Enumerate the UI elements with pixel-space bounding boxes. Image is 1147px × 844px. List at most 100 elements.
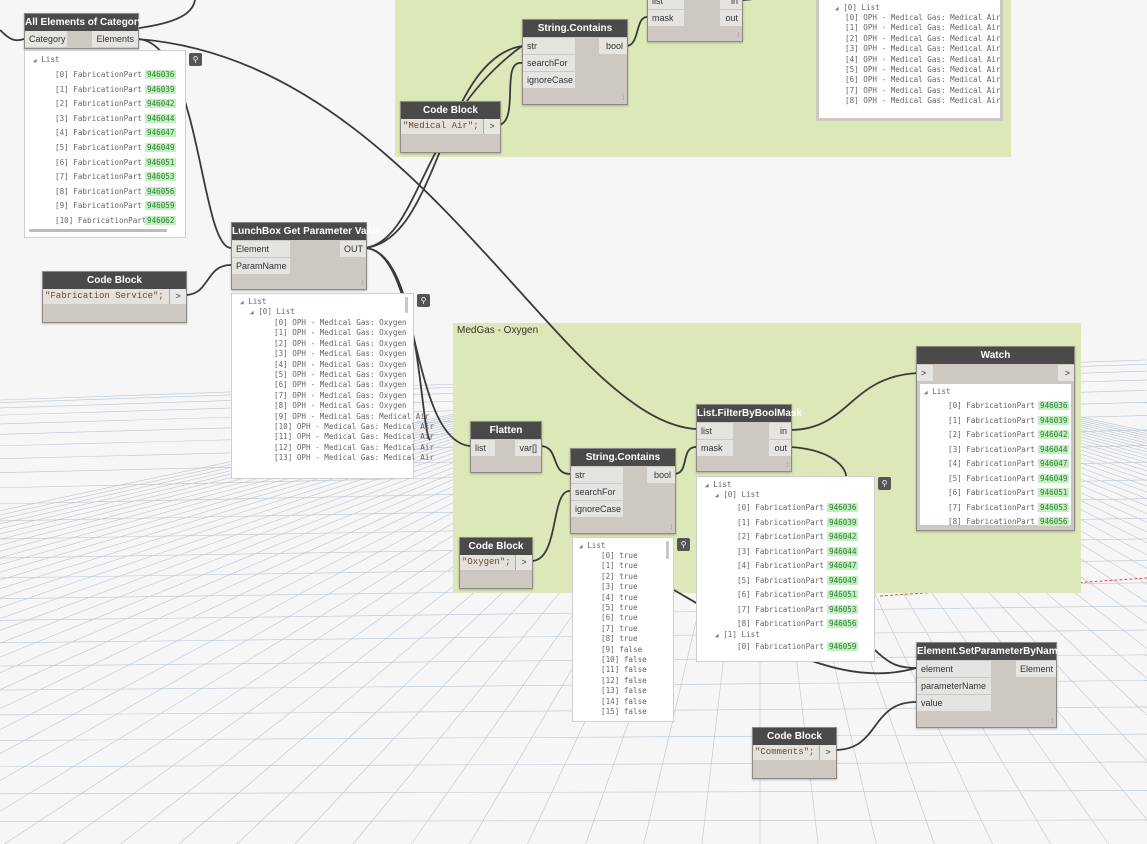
element-id-value[interactable]: 946053 (1038, 502, 1070, 512)
node-code-block-comments[interactable]: Code Block "Comments"; > (752, 727, 837, 779)
element-id-value[interactable]: 946056 (1038, 517, 1070, 526)
input-port-ignorecase[interactable]: ignoreCase (523, 72, 575, 88)
element-id-value[interactable]: 946039 (1038, 415, 1070, 425)
element-id-value[interactable]: 946056 (827, 619, 859, 628)
output-port[interactable]: > (515, 555, 532, 570)
element-id-value[interactable]: 946047 (145, 128, 177, 138)
resize-grip[interactable]: ⁞ (786, 463, 788, 469)
resize-grip[interactable]: ⁞ (737, 33, 739, 39)
element-id-value[interactable]: 946049 (145, 143, 177, 152)
preview-filter-medical-air[interactable]: ◢ [0] List [0] OPH - Medical Gas: Medica… (816, 0, 1003, 121)
node-all-elements-of-category[interactable]: All Elements of Category Category Elemen… (24, 13, 143, 49)
element-id-value[interactable]: 946042 (1038, 430, 1070, 439)
output-port-in[interactable]: in (720, 0, 742, 9)
pin-icon[interactable]: ⚲ (677, 538, 690, 551)
node-lunchbox-get-parameter-value[interactable]: LunchBox Get Parameter Value Element Par… (231, 222, 381, 290)
code-editor[interactable]: "Oxygen"; > (460, 555, 532, 570)
output-port[interactable]: > (1058, 365, 1074, 381)
input-port-ignorecase[interactable]: ignoreCase (571, 501, 623, 517)
element-id-value[interactable]: 946047 (1038, 459, 1070, 468)
element-id-value[interactable]: 946042 (145, 99, 177, 109)
element-id-value[interactable]: 946042 (827, 532, 859, 541)
vertical-scrollbar[interactable] (666, 541, 669, 559)
input-port-value[interactable]: value (917, 695, 991, 711)
output-port[interactable]: > (819, 745, 836, 760)
output-port-bool[interactable]: bool (599, 38, 627, 54)
preview-lunchbox[interactable]: ◢ List ◢ [0] List [0] OPH - Medical Gas:… (231, 293, 434, 479)
output-port[interactable]: > (169, 289, 186, 304)
input-port-list[interactable]: list (471, 440, 495, 456)
input-port-list[interactable]: list (697, 423, 733, 439)
node-filter-by-bool-mask-medical-air[interactable]: list mask in out ⁞ (647, 0, 743, 42)
element-id-value[interactable]: 946039 (827, 517, 859, 527)
element-id-value[interactable]: 946044 (145, 113, 177, 123)
element-id-value[interactable]: 946036 (827, 503, 859, 512)
element-id-value[interactable]: 946059 (827, 642, 859, 651)
node-string-contains-oxygen[interactable]: String.Contains str searchFor ignoreCase… (570, 448, 676, 534)
element-id-value[interactable]: 946053 (827, 604, 859, 614)
element-id-value[interactable]: 946036 (145, 70, 177, 79)
input-port[interactable]: > (917, 365, 933, 381)
input-port-str[interactable]: str (571, 467, 623, 483)
output-port-in[interactable]: in (769, 423, 791, 439)
node-flatten[interactable]: Flatten list var[] (470, 421, 542, 473)
output-port-element[interactable]: Element (1016, 661, 1056, 677)
resize-grip[interactable]: ⁞ (1051, 719, 1053, 725)
element-id-value[interactable]: 946062 (145, 216, 177, 225)
node-list-filter-by-bool-mask-oxygen[interactable]: List.FilterByBoolMask list mask in out ⁞ (696, 404, 802, 472)
input-port-element[interactable]: element (917, 661, 991, 677)
input-port-searchfor[interactable]: searchFor (523, 55, 575, 71)
input-port-mask[interactable]: mask (697, 440, 733, 456)
input-port-str[interactable]: str (523, 38, 575, 54)
output-port-out[interactable]: out (769, 440, 791, 456)
input-port-list[interactable]: list (648, 0, 684, 9)
output-port[interactable]: > (483, 119, 500, 134)
code-editor[interactable]: "Medical Air"; > (401, 119, 500, 134)
code-editor[interactable]: "Fabrication Service"; > (43, 289, 186, 304)
node-code-block-medical-air[interactable]: Code Block "Medical Air"; > (400, 101, 501, 153)
resize-grip[interactable]: ⁞ (361, 281, 363, 287)
input-port-paramname[interactable]: ParamName (232, 258, 290, 274)
element-id-value[interactable]: 946051 (1038, 488, 1070, 497)
element-id-value[interactable]: 946047 (827, 561, 859, 570)
resize-grip[interactable]: ⁞ (670, 525, 672, 531)
element-id-value[interactable]: 946051 (145, 157, 177, 167)
horizontal-scrollbar[interactable] (29, 229, 167, 232)
output-port-elements[interactable]: Elements (92, 31, 138, 47)
element-id-value[interactable]: 946039 (145, 84, 177, 94)
node-string-contains-medical-air[interactable]: String.Contains str searchFor ignoreCase… (522, 19, 628, 105)
output-port-out[interactable]: OUT (340, 241, 366, 257)
input-port-category[interactable]: Category (25, 31, 67, 47)
resize-grip[interactable]: ⁞ (622, 96, 624, 102)
element-id-value[interactable]: 946053 (145, 172, 177, 182)
element-id-value[interactable]: 946059 (145, 201, 177, 211)
output-port-bool[interactable]: bool (647, 467, 675, 483)
element-id-value[interactable]: 946044 (1038, 444, 1070, 454)
pin-icon[interactable]: ⚲ (878, 477, 891, 490)
input-port-parametername[interactable]: parameterName (917, 678, 991, 694)
vertical-scrollbar[interactable] (405, 297, 408, 313)
node-code-block-fabrication-service[interactable]: Code Block "Fabrication Service"; > (42, 271, 187, 323)
preview-string-contains-oxygen[interactable]: ◢ List [0] true[1] true[2] true[3] true[… (572, 537, 674, 722)
input-port-element[interactable]: Element (232, 241, 290, 257)
element-id-value[interactable]: 946049 (1038, 473, 1070, 483)
element-id-value[interactable]: 946056 (145, 186, 177, 196)
pin-icon[interactable]: ⚲ (417, 294, 430, 307)
input-port-mask[interactable]: mask (648, 10, 684, 26)
output-port-var[interactable]: var[] (515, 440, 541, 456)
element-id-value[interactable]: 946051 (827, 590, 859, 599)
input-port-searchfor[interactable]: searchFor (571, 484, 623, 500)
code-editor[interactable]: "Comments"; > (753, 745, 836, 760)
element-id-value[interactable]: 946036 (1038, 401, 1070, 410)
node-code-block-oxygen[interactable]: Code Block "Oxygen"; > (459, 537, 533, 589)
element-id-value[interactable]: 946049 (827, 575, 859, 585)
node-element-set-parameter-by-name[interactable]: Element.SetParameterByName element param… (916, 642, 1063, 728)
element-id-value[interactable]: 946044 (827, 546, 859, 556)
output-port-out[interactable]: out (720, 10, 742, 26)
pin-icon[interactable]: ⚲ (189, 53, 202, 66)
